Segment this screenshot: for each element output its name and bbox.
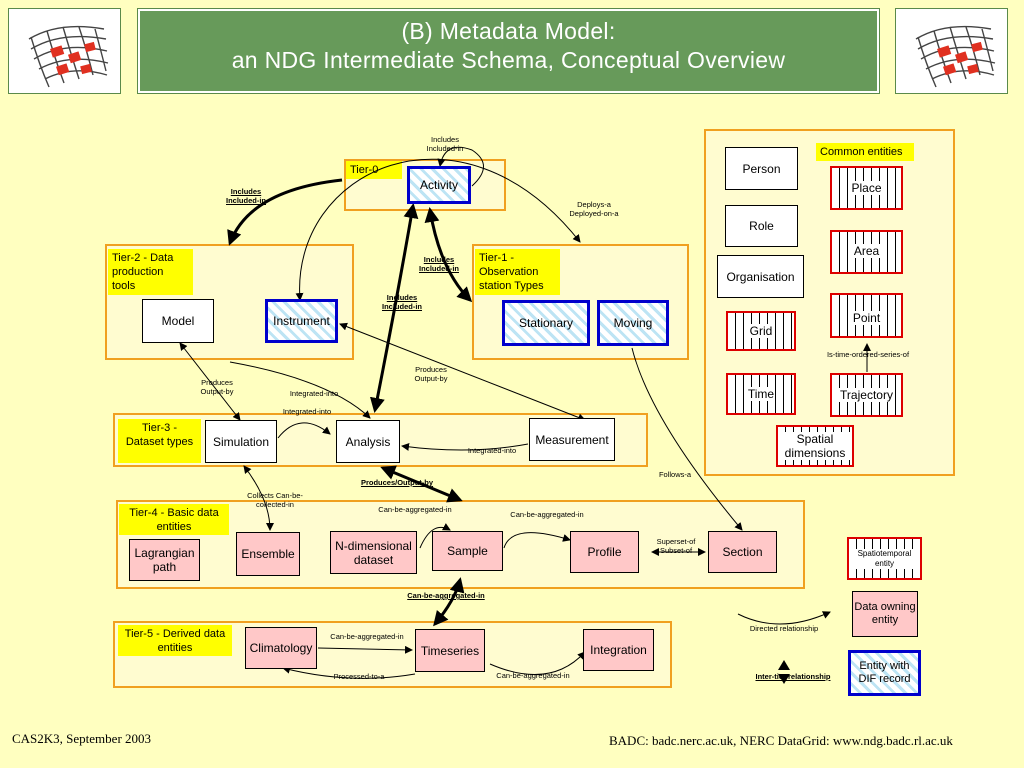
entity-point: Point [830,293,903,338]
rel-includes-right: Includes Included-in [419,255,459,273]
entity-lagrangian-path: Lagrangian path [129,539,200,581]
grid-logo-icon [915,25,996,88]
entity-area-label: Area [852,244,881,258]
entity-place-label: Place [850,181,883,195]
logo-right [895,8,1008,94]
entity-grid-label: Grid [748,324,774,338]
entity-ensemble: Ensemble [236,532,300,576]
entity-point-label: Point [851,311,882,325]
rel-produces-model: Produces Output-by [200,378,234,396]
title-line-1: (B) Metadata Model: [401,18,616,44]
legend-spatiotemporal: Spatiotemporal entity [847,537,922,580]
rel-includes-mid: Includes Included-in [382,293,422,311]
entity-spatial-dimensions-label: Spatial dimensions [778,432,852,460]
rel-collects: Collects Can-be-collected-in [247,491,303,509]
rel-produces-instrument: Produces Output-by [414,365,448,383]
rel-integrated-into-3: Integrated-into [467,446,517,455]
rel-agg-3: Can-be-aggregated-in [330,632,404,641]
title-line-2: an NDG Intermediate Schema, Conceptual O… [231,47,786,73]
legend-inter-tier: Inter-tier relationship [755,672,831,681]
entity-time: Time [726,373,796,415]
tier-5-label: Tier-5 - Derived data entities [118,625,232,656]
entity-spatial-dimensions: Spatial dimensions [776,425,854,467]
tier-3-label: Tier-3 - Dataset types [118,419,201,463]
entity-climatology: Climatology [245,627,317,669]
entity-n-dimensional-dataset: N-dimensional dataset [330,531,417,574]
rel-integrated-into-1: Integrated-into [289,389,339,398]
entity-grid: Grid [726,311,796,351]
rel-agg-4: Can-be-aggregated-in [496,671,570,680]
footer-left: CAS2K3, September 2003 [12,731,152,746]
entity-analysis: Analysis [336,420,400,463]
common-entities-label: Common entities [816,143,914,161]
entity-simulation: Simulation [205,420,277,463]
rel-includes-top: Includes Included-in [426,135,464,153]
entity-role: Role [725,205,798,247]
tier-2-label: Tier-2 - Data production tools [108,249,193,295]
entity-place: Place [830,166,903,210]
rel-agg-1: Can-be-aggregated-in [378,505,452,514]
entity-organisation: Organisation [717,255,804,298]
entity-moving: Moving [597,300,669,346]
entity-area: Area [830,230,903,274]
entity-measurement: Measurement [529,418,615,461]
entity-profile: Profile [570,531,639,573]
rel-includes-left: Includes Included-in [226,187,266,205]
entity-trajectory-label: Trajectory [839,388,894,402]
entity-integration: Integration [583,629,654,671]
entity-model: Model [142,299,214,343]
inter-tier-icon [778,660,790,684]
rel-deploys: Deploys-a Deployed-on-a [569,200,619,218]
logo-left [8,8,121,94]
entity-person: Person [725,147,798,190]
rel-produces-output: Produces/Output-by [360,478,434,487]
entity-sample: Sample [432,531,503,571]
rel-agg-inter: Can-be-aggregated-in [407,591,485,600]
legend-dif-record: Entity with DIF record [848,650,921,696]
rel-follows: Follows-a [658,470,692,479]
rel-processed: Processed-to-a [333,672,385,681]
entity-timeseries: Timeseries [415,629,485,672]
rel-agg-2: Can-be-aggregated-in [510,510,584,519]
legend-directed: Directed relationship [749,624,819,633]
legend-spatiotemporal-label: Spatiotemporal entity [849,548,920,569]
entity-section: Section [708,531,777,573]
rel-is-time-ordered: Is-time-ordered-series-of [826,350,910,359]
footer-right: BADC: badc.nerc.ac.uk, NERC DataGrid: ww… [609,733,953,748]
grid-logo-icon [28,25,109,88]
rel-superset: Superset-of Subset-of [656,537,696,555]
entity-time-label: Time [746,387,776,401]
legend-data-owning: Data owning entity [852,591,918,637]
entity-activity: Activity [407,166,471,204]
title-banner: (B) Metadata Model: an NDG Intermediate … [137,8,880,94]
entity-instrument: Instrument [265,299,338,343]
tier-4-label: Tier-4 - Basic data entities [119,504,229,535]
entity-stationary: Stationary [502,300,590,346]
rel-integrated-into-2: Integrated-into [282,407,332,416]
entity-trajectory: Trajectory [830,373,903,417]
